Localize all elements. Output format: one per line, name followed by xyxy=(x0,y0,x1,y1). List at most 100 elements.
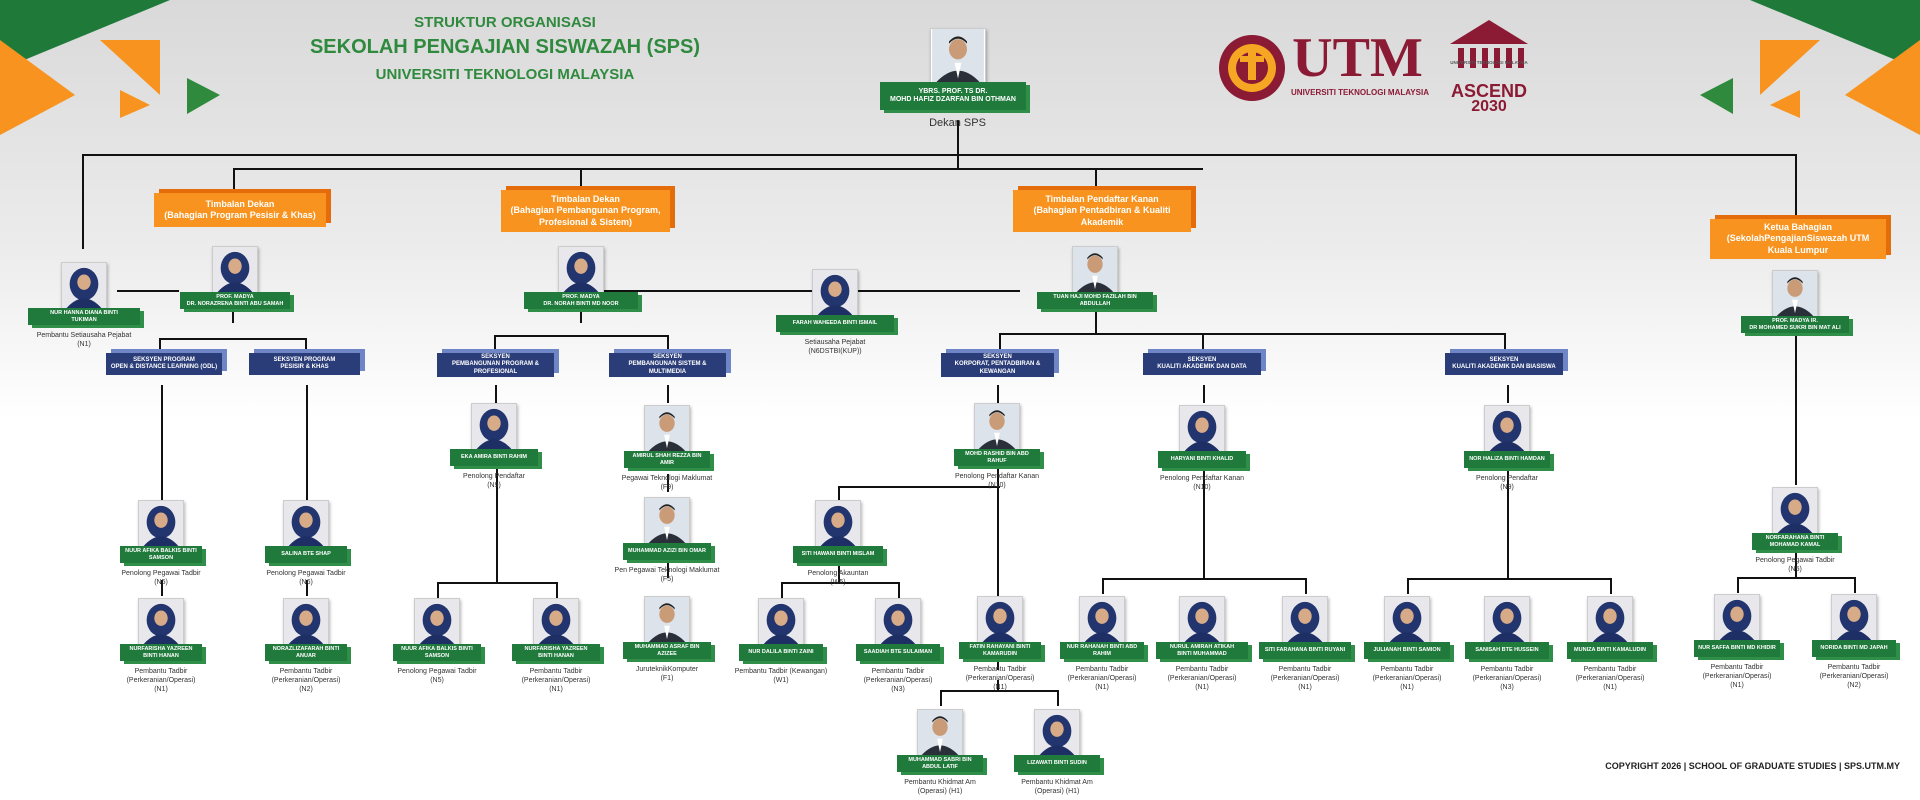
staff-role-label: Pen Pegawai Teknologi Maklumat (F5) xyxy=(614,567,720,583)
connector-line xyxy=(957,120,959,168)
connector-line xyxy=(781,582,899,584)
connector-line xyxy=(159,338,307,340)
connector-line xyxy=(1507,460,1509,580)
staff-name-plate: JULIANAH BINTI SAMION xyxy=(1364,642,1450,659)
staff-name-plate: NORIDA BINTI MD JAPAH xyxy=(1812,640,1896,657)
staff-name-plate: PROF. MADYA DR. NORAH BINTI MD NOOR xyxy=(524,292,638,309)
staff-photo xyxy=(644,405,690,453)
staff-role-label: Pembantu Tadbir (Perkeranian/Operasi) (N… xyxy=(1575,666,1645,691)
ascend-logo-top-text: UNIVERSITI TEKNOLOGI MALAYSIA xyxy=(1450,60,1528,65)
person-portrait-icon xyxy=(932,29,984,83)
staff-name-plate: NUUR AFIKA BALKIS BINTI SAMSON xyxy=(393,644,481,661)
person-portrait-icon xyxy=(1485,597,1529,643)
connector-line xyxy=(306,580,308,596)
staff-name-plate: FARAH WAHEEDA BINTI ISMAIL xyxy=(776,315,894,332)
staff-role-label: Pembantu Tadbir (Perkeranian/Operasi) (N… xyxy=(1702,664,1772,689)
staff-role-label: Pembantu Tadbir (Perkeranian/Operasi) (N… xyxy=(271,668,341,693)
connector-line xyxy=(997,680,999,692)
staff-role-label: Pembantu Tadbir (Perkeranian/Operasi) (N… xyxy=(1472,666,1542,691)
utm-logo-text: UTM xyxy=(1292,27,1423,89)
connector-line xyxy=(1795,154,1797,219)
connector-line xyxy=(999,333,1001,353)
staff-name-plate: SANISAH BTE HUSSEIN xyxy=(1465,642,1549,659)
connector-line xyxy=(1854,577,1856,593)
person-portrait-icon xyxy=(645,597,689,643)
person-portrait-icon xyxy=(759,599,803,645)
connector-line xyxy=(838,545,840,583)
person-portrait-icon xyxy=(1080,597,1124,643)
section-pembangunan-sistem: SEKSYEN PEMBANGUNAN SISTEM & MULTIMEDIA xyxy=(609,353,726,377)
staff-photo xyxy=(471,403,517,451)
staff-name-plate: SITI HAWANI BINTI MISLAM xyxy=(793,546,883,563)
staff-role-label: Penolong Pendaftar (N9) xyxy=(1476,475,1538,491)
staff-role-label: JuruteknikKomputer (F1) xyxy=(635,666,699,682)
staff-photo xyxy=(1384,596,1430,644)
connector-line xyxy=(667,335,669,353)
staff-photo xyxy=(974,403,1020,451)
utm-logo-subtext: UNIVERSITI TEKNOLOGI MALAYSIA xyxy=(1291,88,1429,97)
connector-line xyxy=(1795,540,1797,578)
chart-title-line2: SEKOLAH PENGAJIAN SISWAZAH (SPS) xyxy=(309,36,701,58)
staff-photo xyxy=(977,596,1023,644)
person-portrait-icon xyxy=(1035,710,1079,756)
ascend-logo-word: ASCEND xyxy=(1450,81,1527,101)
staff-photo xyxy=(1079,596,1125,644)
staff-photo xyxy=(283,598,329,646)
staff-name-plate: NUR HANNA DIANA BINTI TUKIMAN xyxy=(28,308,140,325)
deputy-registrar-box: Timbalan Pendaftar Kanan (Bahagian Penta… xyxy=(1013,190,1191,232)
connector-line xyxy=(997,385,999,403)
staff-role-label: Pembantu Tadbir (Perkeranian/Operasi) (N… xyxy=(1067,666,1137,691)
corner-decoration-left xyxy=(0,0,220,135)
staff-role-label: Pembantu Tadbir (Perkeranian/Operasi) (N… xyxy=(1372,666,1442,691)
staff-photo xyxy=(875,598,921,646)
staff-photo xyxy=(1714,594,1760,642)
staff-photo xyxy=(1772,487,1818,535)
staff-name-plate: NUR SAFFA BINTI MD KHIDIR xyxy=(1694,640,1780,657)
staff-name-plate: EKA AMIRA BINTI RAHIM xyxy=(450,449,538,466)
dean-photo xyxy=(930,28,986,84)
connector-line xyxy=(667,560,669,578)
connector-line xyxy=(1795,330,1797,485)
staff-name-plate: NORAZLIZAFARAH BINTI ANUAR xyxy=(265,644,347,661)
section-odl: SEKSYEN PROGRAM OPEN & DISTANCE LEARNING… xyxy=(106,353,222,375)
staff-photo xyxy=(1179,405,1225,453)
connector-line xyxy=(496,455,498,583)
staff-role-label: Pembantu Tadbir (Perkeranian/Operasi) (N… xyxy=(521,668,591,693)
connector-line xyxy=(494,335,668,337)
person-portrait-icon xyxy=(816,501,860,547)
staff-photo xyxy=(283,500,329,548)
person-portrait-icon xyxy=(559,247,603,293)
connector-line xyxy=(1102,578,1104,594)
connector-line xyxy=(1407,578,1409,594)
staff-photo xyxy=(1179,596,1225,644)
connector-line xyxy=(1737,577,1739,593)
connector-line xyxy=(82,154,84,249)
staff-photo xyxy=(138,500,184,548)
chart-title-line1: STRUKTUR ORGANISASI xyxy=(414,14,596,31)
person-portrait-icon xyxy=(1485,406,1529,452)
person-portrait-icon xyxy=(1773,271,1817,317)
connector-line xyxy=(1095,285,1097,333)
staff-name-plate: LIZAWATI BINTI SUDIN xyxy=(1014,755,1100,772)
connector-line xyxy=(306,385,308,500)
connector-line xyxy=(838,486,840,504)
staff-role-label: Pembantu Tadbir (Perkeranian/Operasi) (N… xyxy=(1819,664,1889,689)
staff-role-label: Pembantu Tadbir (Perkeranian/Operasi) (N… xyxy=(126,668,196,693)
staff-name-plate: SAADIAH BTE SULAIMAN xyxy=(856,644,940,661)
person-portrait-icon xyxy=(62,263,106,309)
staff-name-plate: MUHAMMAD ASRAF BIN AZIZEE xyxy=(623,642,711,659)
connector-line xyxy=(494,335,496,353)
person-portrait-icon xyxy=(1832,595,1876,641)
staff-photo xyxy=(644,497,690,545)
footer-copyright: COPYRIGHT 2026 | SCHOOL OF GRADUATE STUD… xyxy=(1605,761,1900,771)
staff-photo xyxy=(917,709,963,757)
staff-photo xyxy=(1587,596,1633,644)
section-pesisir-khas: SEKSYEN PROGRAM PESISIR & KHAS xyxy=(249,353,360,375)
staff-photo xyxy=(212,246,258,294)
staff-role-label: Penolong Pendaftar Kanan (N10) xyxy=(1159,475,1245,491)
staff-name-plate: MUNIZA BINTI KAMALUDIN xyxy=(1567,642,1653,659)
staff-name-plate: HARYANI BINTI KHALID xyxy=(1158,451,1246,468)
staff-role-label: Pembantu Tadbir (Perkeranian/Operasi) (N… xyxy=(863,668,933,693)
person-portrait-icon xyxy=(918,710,962,756)
staff-role-label: Pegawai Teknologi Maklumat (F9) xyxy=(621,475,713,491)
